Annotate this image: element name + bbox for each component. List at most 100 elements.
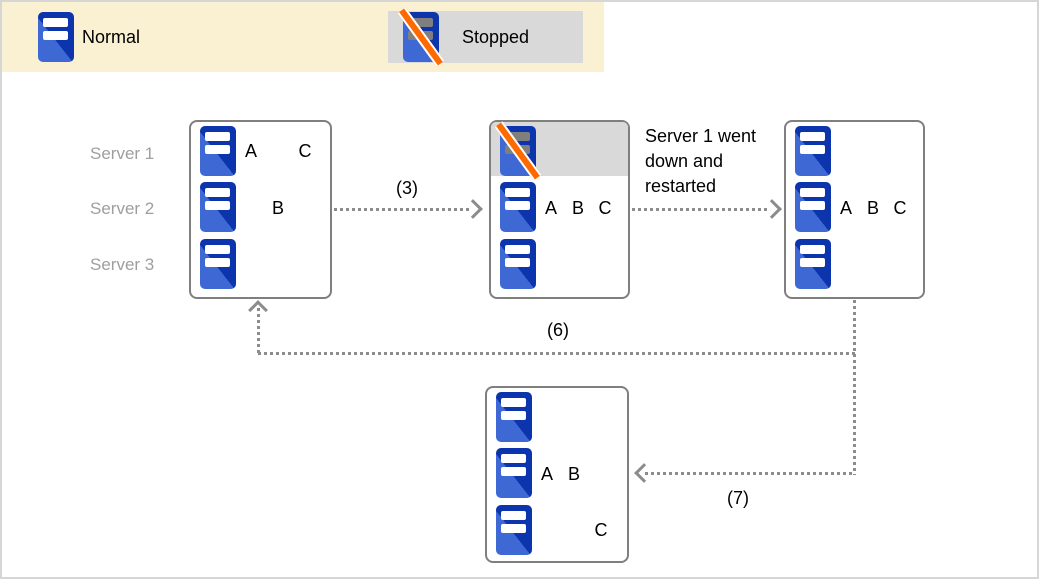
server-icon [500, 182, 536, 232]
partition-letter [593, 141, 617, 161]
server-icon [795, 182, 831, 232]
server-bar [800, 258, 825, 267]
partition-letter: A [540, 464, 553, 484]
server-bar [505, 258, 530, 267]
partition-letter: B [271, 198, 284, 218]
partition-letter [834, 141, 858, 161]
partition-letter: A [839, 198, 852, 218]
partition-letter: C [893, 198, 907, 218]
annotation-text: Server 1 went down and restarted [645, 126, 757, 196]
partition-letter [589, 407, 613, 427]
legend-stopped-label: Stopped [462, 27, 530, 47]
partition-letter [562, 407, 586, 427]
server-bar [800, 132, 825, 141]
partition-letter [266, 141, 290, 161]
server-bar [505, 201, 530, 210]
server-group-box-2: A B C [489, 120, 630, 299]
server-1-label: Server 1 [90, 144, 155, 163]
server-bar [800, 145, 825, 154]
server-3-label: Server 3 [90, 255, 155, 274]
server-bar [205, 188, 230, 197]
server-bar [501, 524, 526, 533]
partition-letter: A [244, 141, 257, 161]
legend-stopped-chip: Stopped [388, 7, 583, 67]
server-bar [505, 188, 530, 197]
server-bar [205, 201, 230, 210]
partition-letter [293, 254, 317, 274]
server-bar [501, 467, 526, 476]
arrow-step6-up-line [257, 308, 260, 354]
partition-letter [593, 254, 617, 274]
partition-letter [566, 254, 590, 274]
stopped-server-icon [494, 121, 542, 181]
partition-letter: A [544, 198, 557, 218]
server-icon [795, 126, 831, 176]
server-group-box-4: A B C [485, 386, 629, 563]
legend: Normal Stopped [2, 2, 604, 72]
arrow-step3-label: (3) [396, 178, 418, 198]
partition-letter [834, 254, 858, 274]
partition-letter [539, 141, 563, 161]
server-bar [501, 398, 526, 407]
server-bar [205, 258, 230, 267]
partition-letter [535, 407, 559, 427]
server-bar [43, 31, 68, 40]
arrowhead-right-icon [463, 199, 483, 219]
server-icon [496, 505, 532, 555]
partition-letter [539, 254, 563, 274]
server-bar [505, 132, 530, 141]
partition-letter: B [866, 198, 879, 218]
partition-letter: C [598, 198, 612, 218]
partition-letter [293, 198, 317, 218]
partition-letter [861, 254, 885, 274]
server-icon [496, 448, 532, 498]
server-bar [205, 145, 230, 154]
server-bar [501, 454, 526, 463]
partition-letter [888, 141, 912, 161]
server-bar [205, 245, 230, 254]
arrowhead-left-icon [634, 463, 654, 483]
slash-icon [494, 121, 542, 181]
server-icon [200, 182, 236, 232]
server-group-box-1: A C B [189, 120, 332, 299]
server-icon [496, 392, 532, 442]
server-bar [43, 18, 68, 27]
server-bar [408, 18, 433, 27]
arrow-step6-horizontal-line [258, 352, 855, 355]
partition-letter [888, 254, 912, 274]
partition-letter [239, 254, 263, 274]
server-bar [501, 511, 526, 520]
server-2-label: Server 2 [90, 199, 155, 218]
arrow-step6-vertical-line [853, 300, 856, 475]
slash-icon [397, 7, 445, 67]
server-icon [200, 126, 236, 176]
partition-letter: C [594, 520, 608, 540]
arrow-step3-line [334, 208, 472, 211]
stopped-server-icon [397, 7, 445, 67]
partition-letter [861, 141, 885, 161]
partition-letter [562, 520, 586, 540]
arrow-step7-horizontal-line [645, 472, 855, 475]
partition-letter: B [571, 198, 584, 218]
server-bar [800, 245, 825, 254]
server-bar [505, 245, 530, 254]
legend-normal-label: Normal [82, 27, 141, 47]
arrowhead-right-icon [762, 199, 782, 219]
partition-letter [239, 198, 263, 218]
arrow-step6-label: (6) [547, 320, 569, 340]
partition-letter: C [298, 141, 312, 161]
server-icon [795, 239, 831, 289]
arrow-step7-label: (7) [727, 488, 749, 508]
partition-letter [566, 141, 590, 161]
arrowhead-up-icon [248, 300, 268, 320]
server-bar [800, 201, 825, 210]
arrow-restart-line [632, 208, 770, 211]
server-bar [205, 132, 230, 141]
server-group-box-3: A B C [784, 120, 925, 299]
server-bar [501, 411, 526, 420]
server-icon [200, 239, 236, 289]
partition-letter: B [567, 464, 580, 484]
server-icon [500, 239, 536, 289]
partition-letter [589, 464, 613, 484]
